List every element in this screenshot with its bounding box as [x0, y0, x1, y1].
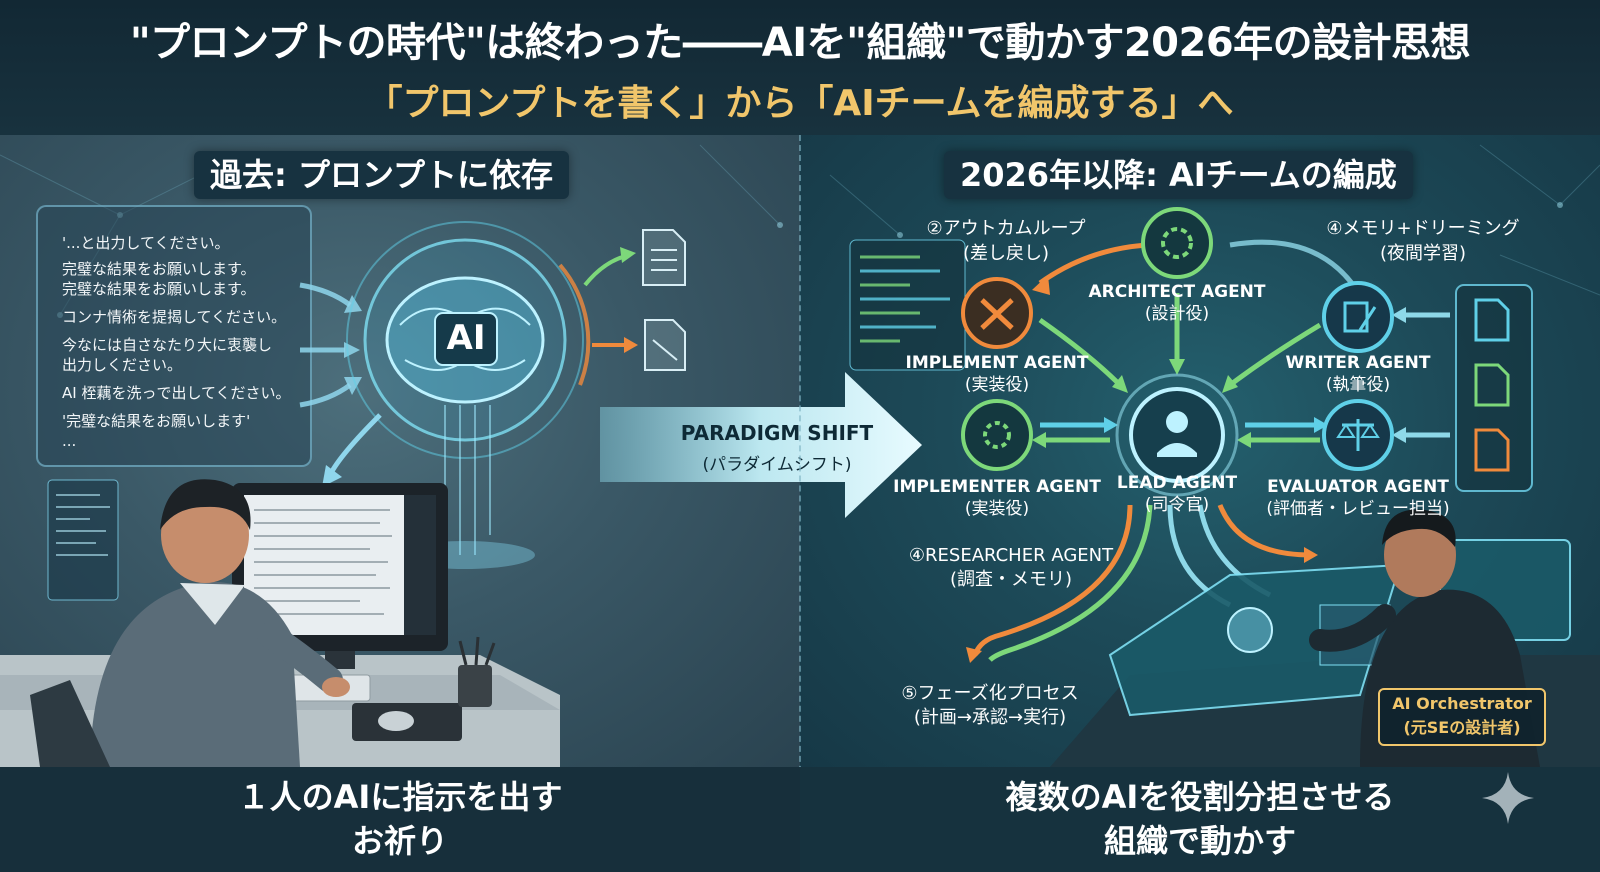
paradigm-shift-label: PARADIGM SHIFT: [680, 421, 874, 445]
brain-ai-text: AI: [446, 318, 486, 358]
page-subtitle: 「プロンプトを書く」から「AIチームを編成する」へ: [366, 83, 1234, 124]
architect-agent-icon: [1141, 207, 1213, 279]
implement-agent-name: IMPLEMENT AGENT: [905, 353, 1089, 373]
researcher-agent-sub: (調査・メモリ): [949, 569, 1073, 590]
page-title: "プロンプトの時代"は終わった――AIを"組織"で動かす2026年の設計思想: [129, 20, 1471, 66]
past-illustration: [0, 221, 686, 767]
memory-dreaming-note: ④メモリ+ドリーミング: [1326, 218, 1520, 239]
prompt-line: 完璧な結果をお願いします。: [62, 260, 256, 278]
prompt-line: ...: [62, 432, 77, 450]
evaluator-agent-icon: [1322, 399, 1394, 471]
panel-divider: [799, 135, 801, 872]
prompt-line: '...と出力してください。: [62, 234, 230, 252]
prompt-line: 今なには自さなたり大に衷襲し: [62, 336, 273, 354]
prompt-line: 出力しください。: [62, 356, 183, 374]
sparkle-icon: [1482, 772, 1534, 824]
researcher-agent-note: ④RESEARCHER AGENT: [908, 545, 1114, 566]
lead-agent-icon: [1115, 373, 1239, 497]
past-caption-line1: １人のAIに指示を出す: [237, 778, 563, 816]
implementer-agent-icon: [961, 399, 1033, 471]
prompt-line: '完璧な結果をお願いします': [62, 412, 251, 430]
header: [0, 0, 1600, 135]
prompt-speech-box: '...と出力してください。 完璧な結果をお願いします。 完璧な結果をお願いしま…: [36, 205, 312, 467]
implementer-agent-role: (実装役): [964, 499, 1030, 519]
future-caption-bar: 複数のAIを役割分担させる 組織で動かす: [800, 767, 1600, 872]
document-check-icon: [1474, 298, 1510, 472]
document-icon: [644, 319, 686, 371]
past-section-label: 過去: プロンプトに依存: [194, 151, 569, 199]
lead-agent-name: LEAD AGENT: [1116, 473, 1238, 493]
paradigm-shift-sub: (パラダイムシフト): [702, 455, 852, 475]
evaluator-agent-name: EVALUATOR AGENT: [1267, 477, 1449, 497]
past-caption-line2: お祈り: [351, 822, 448, 860]
outcome-loop-sub: (差し戻し): [962, 243, 1050, 264]
phase-process-sub: (計画→承認→実行): [913, 707, 1067, 728]
past-caption-bar: １人のAIに指示を出す お祈り: [0, 767, 800, 872]
memory-dreaming-sub: (夜間学習): [1379, 243, 1467, 264]
evaluator-agent-role: (評価者・レビュー担当): [1266, 499, 1450, 519]
writer-agent-name: WRITER AGENT: [1285, 353, 1431, 373]
prompt-line: 完璧な結果をお願いします。: [62, 280, 256, 298]
implement-agent-icon: [961, 277, 1033, 349]
prompt-line: コンナ情術を提揭してください。: [62, 308, 287, 326]
orchestrator-badge: AI Orchestrator (元SEの設計者): [1378, 688, 1546, 746]
prompt-arrows: [299, 282, 352, 408]
paradigm-shift-arrow: [600, 372, 922, 518]
orchestrator-sub: (元SEの設計者): [1403, 718, 1521, 737]
future-section-label: 2026年以降: AIチームの編成: [944, 151, 1413, 199]
writer-agent-icon: [1322, 281, 1394, 353]
document-icon: [642, 229, 686, 286]
future-caption-line2: 組織で動かす: [1103, 822, 1296, 860]
architect-agent-name: ARCHITECT AGENT: [1088, 282, 1266, 302]
writer-agent-role: (執筆役): [1325, 375, 1391, 395]
implementer-agent-name: IMPLEMENTER AGENT: [893, 477, 1101, 497]
lead-agent-role: (司令官): [1144, 495, 1210, 515]
prompt-line: AI 桎藕を洗っで出してください。: [62, 384, 291, 402]
future-caption-line1: 複数のAIを役割分担させる: [1005, 778, 1395, 816]
phase-process-note: ⑤フェーズ化プロセス: [901, 683, 1079, 704]
architect-agent-role: (設計役): [1144, 304, 1210, 324]
person-past-icon: [90, 479, 350, 767]
outcome-loop-note: ②アウトカムループ: [926, 218, 1086, 239]
orchestrator-title: AI Orchestrator: [1392, 694, 1532, 713]
implement-agent-role: (実装役): [964, 375, 1030, 395]
